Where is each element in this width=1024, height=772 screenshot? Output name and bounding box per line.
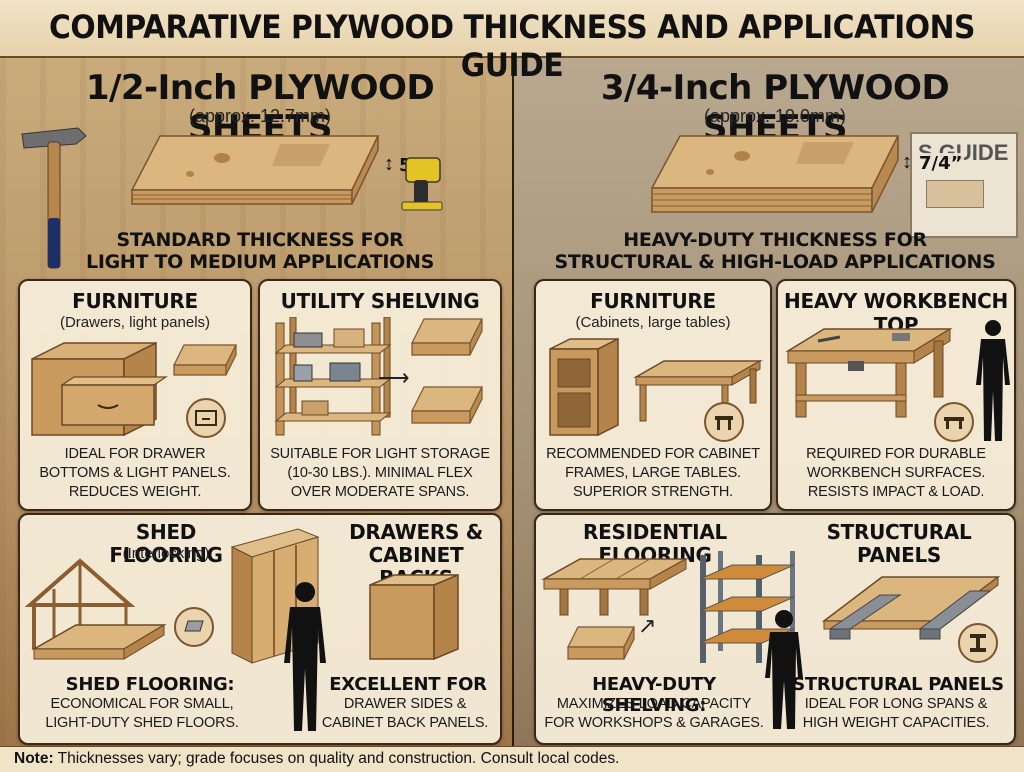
person-silhouette-icon: [762, 609, 806, 729]
card-description: SUITABLE FOR LIGHT STORAGE (10-30 lbs.).…: [264, 445, 496, 502]
left-tagline-2: LIGHT TO MEDIUM APPLICATIONS: [86, 251, 434, 273]
desc-line: LIGHT-DUTY SHED FLOORS.: [45, 715, 239, 731]
tile-icon: [174, 607, 214, 647]
half-inch-sheet-illustration: [130, 132, 380, 220]
card-description: REQUIRED FOR DURABLE WORKBENCH SURFACES.…: [782, 445, 1010, 502]
plywood-sample-top-icon: [410, 317, 484, 363]
hammer-icon: [16, 122, 96, 272]
curved-arrow-icon: ↗: [638, 613, 657, 638]
drawers-desc: DRAWER SIDES & CABINET BACK PANELS.: [310, 695, 500, 733]
shelving-unit-illustration: [272, 317, 396, 437]
person-silhouette-icon: [974, 319, 1012, 443]
shed-frame-illustration: [24, 545, 170, 665]
desc-line: REQUIRED FOR DURABLE: [806, 446, 986, 462]
note-body: Thicknesses vary; grade focuses on quali…: [53, 750, 620, 767]
left-bottom-panel: SHED FLOORING (Interlocking) DRAWERS & C…: [18, 513, 502, 745]
right-furniture-card: FURNITURE (Cabinets, large tables) RECOM…: [534, 279, 772, 511]
right-thickness-label: 7/4”: [917, 153, 965, 174]
structural-panels-desc: IDEAL FOR LONG SPANS & HIGH WEIGHT CAPAC…: [780, 695, 1012, 733]
workbench-illustration: [784, 321, 954, 421]
desc-line: IDEAL FOR LONG SPANS &: [804, 696, 988, 712]
desc-line: SUITABLE FOR LIGHT STORAGE: [270, 446, 490, 462]
heavy-duty-shelving-desc: MAXIMIZES LOAD CAPACITY FOR WORKSHOPS & …: [538, 695, 770, 733]
desc-line: DRAWER SIDES &: [343, 696, 467, 712]
shed-flooring-head: SHED FLOORING:: [65, 674, 235, 695]
desc-line: FOR WORKSHOPS & GARAGES.: [544, 715, 764, 731]
desc-line: HIGH WEIGHT CAPACITIES.: [802, 715, 990, 731]
desc-line: RECOMMENDED FOR CABINET: [546, 446, 760, 462]
thickness-arrow-icon: ↕: [902, 151, 912, 173]
card-title: FURNITURE: [590, 289, 716, 313]
heavy-duty-shelving-head: HEAVY-DUTY SHELVING:: [592, 674, 716, 716]
three-quarter-inch-sheet-illustration: [650, 132, 900, 226]
card-title: UTILITY SHELVING: [280, 289, 480, 313]
column-divider: [512, 56, 514, 746]
footer-note-text: Note: Thicknesses vary; grade focuses on…: [14, 750, 619, 768]
left-tagline-1: STANDARD THICKNESS FOR: [116, 229, 404, 251]
card-title: FURNITURE: [72, 289, 198, 313]
drawer-icon: [186, 398, 226, 438]
card-subtitle: (Drawers, light panels): [59, 314, 211, 331]
left-furniture-card: FURNITURE (Drawers, light panels) IDEAL …: [18, 279, 252, 511]
table-icon: [704, 402, 744, 442]
left-approx: (approx. 12.7mm): [188, 106, 332, 126]
left-heading: 1/2-Inch PLYWOOD SHEETS: [85, 68, 435, 148]
drawers-head: EXCELLENT FOR: [329, 674, 487, 695]
desc-line: FRAMES, LARGE TABLES.: [565, 465, 741, 481]
right-bottom-panel: RESIDENTIAL FLOORING STRUCTURAL PANELS ↗: [534, 513, 1016, 745]
guide-sign-sample: [926, 180, 984, 208]
structural-panel-illustration: [820, 561, 1002, 661]
bench-icon: [934, 402, 974, 442]
right-workbench-card: HEAVY WORKBENCH TOP REQUIRED FOR DURABLE…: [776, 279, 1016, 511]
plywood-sample-icon: [566, 625, 636, 665]
desc-line: REDUCES WEIGHT.: [68, 484, 202, 500]
guide-sign-background: S GUIDE: [910, 132, 1018, 238]
structural-panels-title: STRUCTURAL PANELS: [826, 520, 972, 567]
left-utility-shelving-card: UTILITY SHELVING ⟶: [258, 279, 502, 511]
card-subtitle: (Cabinets, large tables): [575, 314, 731, 331]
person-silhouette-icon: [280, 581, 330, 733]
cabinet-back-box-illustration: [364, 571, 464, 663]
drawers-title-1: DRAWERS &: [349, 520, 483, 544]
desc-line: MAXIMIZES LOAD CAPACITY: [556, 696, 752, 712]
card-description: RECOMMENDED FOR CABINET FRAMES, LARGE TA…: [540, 445, 766, 502]
shed-flooring-title: SHED FLOORING: [109, 520, 223, 567]
drill-icon: [400, 150, 446, 212]
note-label: Note:: [14, 750, 54, 767]
card-description: IDEAL FOR DRAWER BOTTOMS & LIGHT PANELS.…: [24, 445, 246, 502]
shed-flooring-sub: (Interlocking): [122, 545, 210, 562]
desc-line: SUPERIOR STRENGTH.: [573, 484, 733, 500]
desc-line: (10-30 lbs.). MINIMAL FLEX: [287, 465, 473, 481]
shed-flooring-desc: ECONOMICAL FOR SMALL, LIGHT-DUTY SHED FL…: [22, 695, 262, 733]
desc-line: ECONOMICAL FOR SMALL,: [50, 696, 234, 712]
cabinet-illustration: [546, 337, 622, 437]
desc-line: IDEAL FOR DRAWER: [64, 446, 206, 462]
desc-line: CABINET BACK PANELS.: [321, 715, 489, 731]
right-tagline-1: HEAVY-DUTY THICKNESS FOR: [623, 229, 927, 251]
thickness-arrow-icon: ↕: [384, 153, 394, 175]
curved-arrow-icon: ⟶: [378, 365, 410, 390]
footer-note: Note: Thicknesses vary; grade focuses on…: [0, 746, 1024, 772]
small-plywood-sample-icon: [172, 343, 238, 383]
right-tagline-2: STRUCTURAL & HIGH-LOAD APPLICATIONS: [554, 251, 996, 273]
right-approx: (approx. 19.0mm): [703, 106, 847, 126]
desc-line: BOTTOMS & LIGHT PANELS.: [39, 465, 231, 481]
large-table-illustration: [632, 355, 764, 425]
i-beam-icon: [958, 623, 998, 663]
plywood-sample-bottom-icon: [410, 385, 484, 431]
desc-line: OVER MODERATE SPANS.: [290, 484, 470, 500]
desc-line: RESISTS IMPACT & LOAD.: [807, 484, 985, 500]
drawer-cabinet-illustration: [28, 339, 168, 437]
structural-panels-head: STRUCTURAL PANELS: [792, 674, 1004, 695]
floor-joist-illustration: [540, 549, 690, 621]
title-bar: COMPARATIVE PLYWOOD THICKNESS AND APPLIC…: [0, 0, 1024, 84]
desc-line: WORKBENCH SURFACES.: [806, 465, 986, 481]
page-title: COMPARATIVE PLYWOOD THICKNESS AND APPLIC…: [49, 8, 975, 84]
